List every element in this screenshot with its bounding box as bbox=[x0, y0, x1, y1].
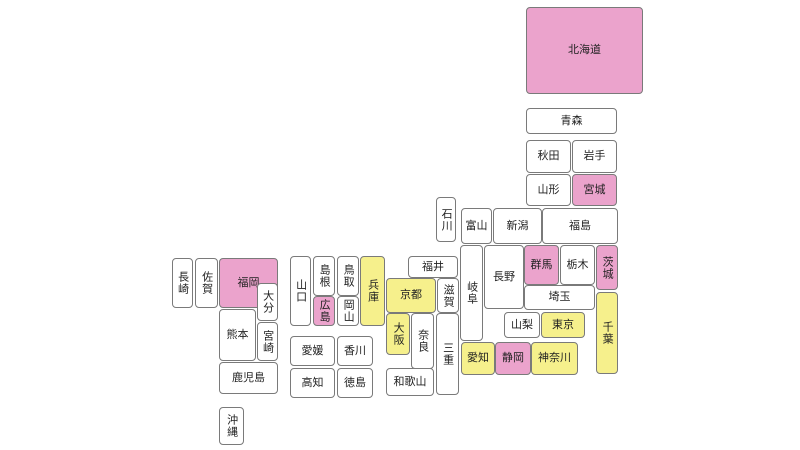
prefecture-shimane[interactable]: 島根 bbox=[313, 256, 335, 296]
prefecture-fukushima[interactable]: 福島 bbox=[542, 208, 618, 244]
prefecture-nara[interactable]: 奈良 bbox=[411, 313, 434, 369]
prefecture-nagasaki[interactable]: 長崎 bbox=[172, 258, 193, 308]
prefecture-wakayama[interactable]: 和歌山 bbox=[386, 368, 434, 396]
prefecture-nagano[interactable]: 長野 bbox=[484, 245, 524, 309]
prefecture-kagawa[interactable]: 香川 bbox=[337, 336, 373, 366]
prefecture-oita[interactable]: 大分 bbox=[257, 283, 278, 321]
prefecture-akita[interactable]: 秋田 bbox=[526, 140, 571, 173]
prefecture-niigata[interactable]: 新潟 bbox=[493, 208, 542, 244]
prefecture-tokushima[interactable]: 徳島 bbox=[337, 368, 373, 398]
prefecture-toyama[interactable]: 富山 bbox=[461, 208, 492, 244]
prefecture-gifu[interactable]: 岐阜 bbox=[460, 245, 483, 341]
prefecture-shizuoka[interactable]: 静岡 bbox=[495, 342, 531, 375]
prefecture-saitama[interactable]: 埼玉 bbox=[524, 285, 595, 310]
prefecture-tochigi[interactable]: 栃木 bbox=[560, 245, 595, 285]
prefecture-ishikawa[interactable]: 石川 bbox=[436, 197, 456, 242]
prefecture-tokyo[interactable]: 東京 bbox=[541, 312, 585, 338]
prefecture-kagoshima[interactable]: 鹿児島 bbox=[219, 362, 278, 394]
prefecture-aichi[interactable]: 愛知 bbox=[461, 342, 495, 375]
prefecture-kyoto[interactable]: 京都 bbox=[386, 278, 436, 313]
prefecture-saga[interactable]: 佐賀 bbox=[195, 258, 218, 308]
prefecture-osaka[interactable]: 大阪 bbox=[386, 313, 410, 355]
prefecture-yamaguchi[interactable]: 山口 bbox=[290, 256, 311, 326]
prefecture-hyogo[interactable]: 兵庫 bbox=[360, 256, 385, 326]
prefecture-hokkaido[interactable]: 北海道 bbox=[526, 7, 643, 94]
prefecture-ehime[interactable]: 愛媛 bbox=[290, 336, 335, 366]
prefecture-chiba[interactable]: 千葉 bbox=[596, 292, 618, 374]
prefecture-fukui[interactable]: 福井 bbox=[408, 256, 458, 278]
prefecture-hiroshima[interactable]: 広島 bbox=[313, 296, 335, 326]
prefecture-okinawa[interactable]: 沖縄 bbox=[219, 407, 244, 445]
prefecture-yamagata[interactable]: 山形 bbox=[526, 174, 571, 206]
prefecture-kumamoto[interactable]: 熊本 bbox=[219, 309, 256, 361]
prefecture-kanagawa[interactable]: 神奈川 bbox=[531, 342, 578, 375]
prefecture-kochi[interactable]: 高知 bbox=[290, 368, 335, 398]
prefecture-miyazaki[interactable]: 宮崎 bbox=[257, 322, 278, 361]
prefecture-gunma[interactable]: 群馬 bbox=[524, 245, 559, 285]
prefecture-yamanashi[interactable]: 山梨 bbox=[504, 312, 540, 338]
prefecture-miyagi[interactable]: 宮城 bbox=[572, 174, 617, 206]
prefecture-tottori[interactable]: 鳥取 bbox=[337, 256, 359, 296]
prefecture-okayama[interactable]: 岡山 bbox=[337, 296, 359, 326]
prefecture-mie[interactable]: 三重 bbox=[436, 313, 459, 395]
prefecture-iwate[interactable]: 岩手 bbox=[572, 140, 617, 173]
prefecture-ibaraki[interactable]: 茨城 bbox=[596, 245, 618, 290]
prefecture-shiga[interactable]: 滋賀 bbox=[437, 278, 459, 313]
prefecture-aomori[interactable]: 青森 bbox=[526, 108, 617, 134]
